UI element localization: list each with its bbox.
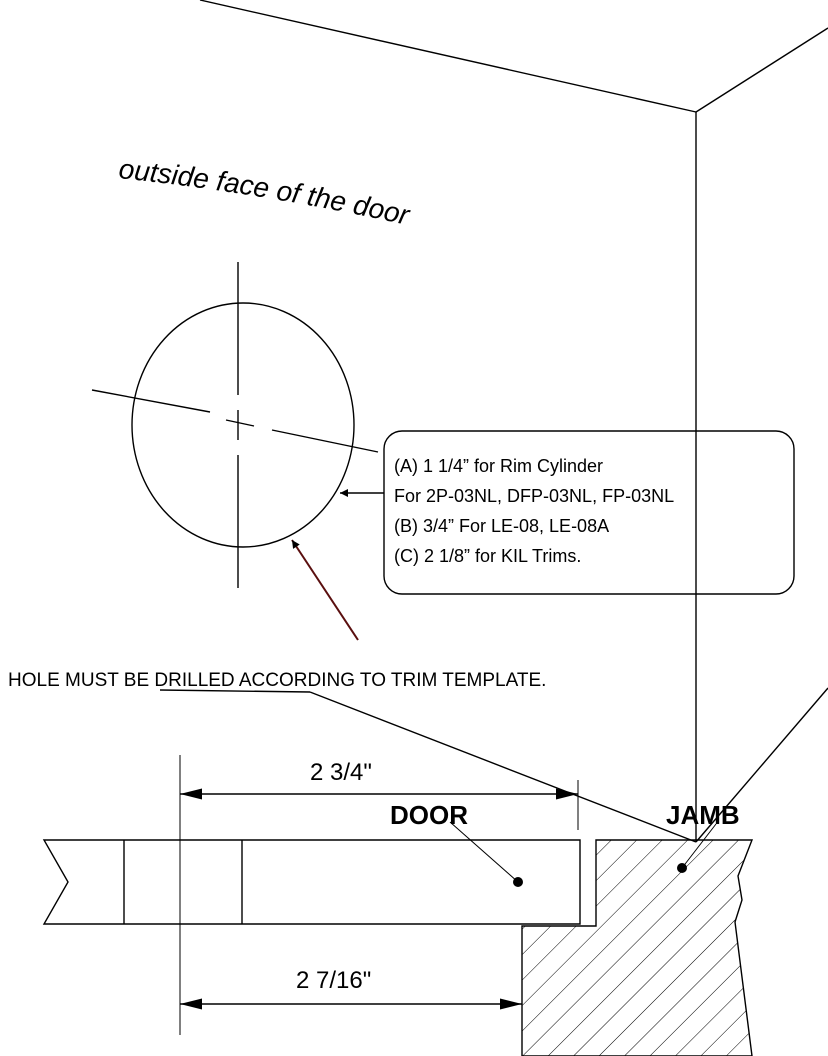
callout-line-c: (C) 2 1/8” for KIL Trims. [394,546,581,566]
door-top-side-edge [695,27,828,113]
door-leader-line [449,821,519,883]
door-section-outline [42,839,581,925]
callout-line-b: (B) 3/4” For LE-08, LE-08A [394,516,609,536]
horizontal-centerline-mid [225,419,255,427]
hole-circle [131,302,355,548]
callout-box [383,430,795,595]
backset-value: 2 7/16" [296,967,371,994]
door-section: DOOR [42,800,581,925]
drill-note-arrow [291,539,359,641]
door-thickness-value: 2 3/4" [310,759,372,786]
backset-dimension: 2 7/16" [180,967,522,1010]
leader-underline [159,689,311,693]
door-top-edge [199,0,697,113]
jamb-section: JAMB [521,800,754,1056]
door-block [159,0,828,843]
door-bottom-side-edge [695,687,828,843]
callout-line-models: For 2P-03NL, DFP-03NL, FP-03NL [394,486,674,506]
drill-note: HOLE MUST BE DRILLED ACCORDING TO TRIM T… [8,670,546,691]
hole-drawing [91,262,379,588]
horizontal-centerline-left [91,389,211,413]
door-face-label: outside face of the door [117,153,413,231]
horizontal-centerline-right [271,429,379,453]
jamb-hatched [521,839,754,1056]
callout-line-a: (A) 1 1/4” for Rim Cylinder [394,456,603,476]
door-thickness-dimension: 2 3/4" [179,755,579,1035]
door-label: DOOR [390,800,468,830]
jamb-leader-line [681,823,717,869]
hole-callout: (A) 1 1/4” for Rim Cylinder For 2P-03NL,… [340,430,795,595]
jamb-label: JAMB [666,800,740,830]
door-bottom-edge [309,691,697,843]
